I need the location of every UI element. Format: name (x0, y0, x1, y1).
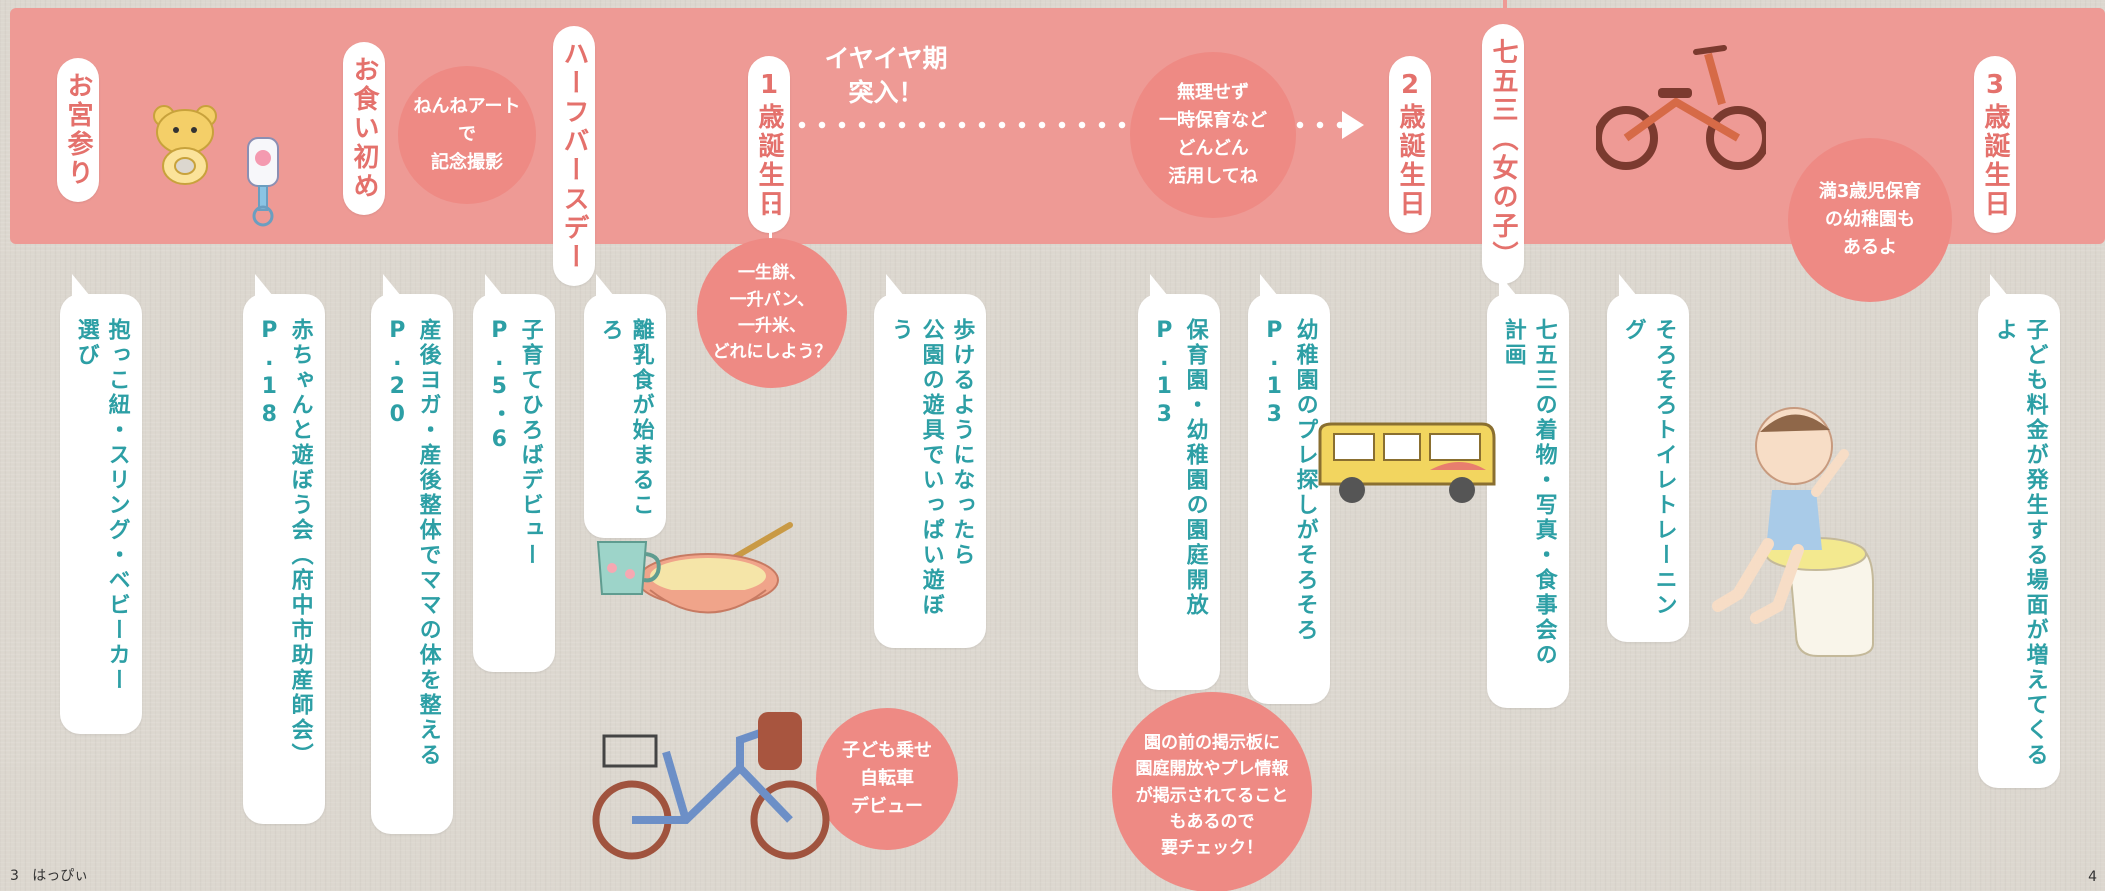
page-number-right: 4 (2088, 869, 2097, 885)
bear-rattle-icon (153, 105, 217, 185)
child-seat-bicycle-icon (592, 712, 830, 860)
milestone-third-birthday: 3歳誕生日 (1974, 56, 2016, 233)
cup-icon (596, 541, 661, 595)
dotted-line-iyaiya (792, 121, 1128, 129)
page-number-left: 3 はっぴぃ (10, 868, 89, 884)
event-rinyushoku: 離乳食が始まるころ (584, 274, 666, 538)
event-shichigosan-plan: 七五三の着物・写真・食事会の計画 (1487, 274, 1569, 708)
bubble-keijiban: 園の前の掲示板に園庭開放やプレ情報が掲示されてることもあるので要チェック！ (1112, 692, 1312, 891)
event-arukeru-line2: 公園の遊具でいっぱい遊ぼう (887, 318, 944, 618)
event-kosodate-hiroba: 子育てひろばデビュー P.5・6 (473, 274, 555, 672)
bubble-isshomochi: 一生餅、一升パン、一升米、どれにしよう？ (697, 238, 847, 388)
milestone-shichigosan: 七五三（女の子） (1482, 24, 1524, 284)
birthday-connector-line (769, 198, 772, 246)
bubble-bike-debut: 子ども乗せ自転車デビュー (816, 708, 958, 850)
balance-bike-icon (1596, 45, 1766, 170)
milestone-omiyamairi: お宮参り (57, 58, 99, 202)
rattle-icon (247, 137, 279, 227)
event-akachan-asobou: 赤ちゃんと遊ぼう会（府中市助産師会）P.18 (243, 274, 325, 824)
child-on-potty-icon (1712, 407, 1874, 657)
event-kodomo-ryokin: 子ども料金が発生する場面が増えてくるよ (1978, 274, 2060, 788)
milestone-second-birthday: 2歳誕生日 (1389, 56, 1431, 233)
event-dakkohimo: 抱っこ紐・スリング・ベビーカー選び (60, 274, 142, 734)
bubble-muri-sezu: 無理せず一時保育などどんどん活用してね (1130, 52, 1296, 218)
bubble-manzai: 満3歳児保育の幼稚園もあるよ (1788, 138, 1952, 302)
event-hoikuen-kaiho: 保育園・幼稚園の園庭開放 P.13 (1138, 274, 1220, 690)
event-arukeru: 歩けるようになったら公園の遊具でいっぱい遊ぼう (874, 274, 987, 648)
event-sango-yoga: 産後ヨガ・産後整体でママの体を整える P.20 (371, 274, 453, 834)
dotted-line-second (1290, 121, 1350, 129)
school-bus-icon (1318, 422, 1496, 503)
milestone-half-birthday: ハーフバースデー (553, 26, 595, 286)
event-yochien-pre: 幼稚園のプレ探しがそろそろ P.13 (1248, 274, 1330, 704)
arrow-icon (1342, 111, 1364, 139)
event-arukeru-line1: 歩けるようになったら (949, 318, 975, 568)
event-toilet-training: そろそろトイレトレーニング (1607, 274, 1689, 642)
bubble-nenne-art: ねんねアートで記念撮影 (398, 66, 536, 204)
band-connector-line (1503, 0, 1507, 12)
baby-food-bowl-icon (637, 522, 793, 614)
iyaiya-caption: イヤイヤ期 突入！ (824, 44, 948, 107)
milestone-okuizome: お食い初め (343, 42, 385, 215)
